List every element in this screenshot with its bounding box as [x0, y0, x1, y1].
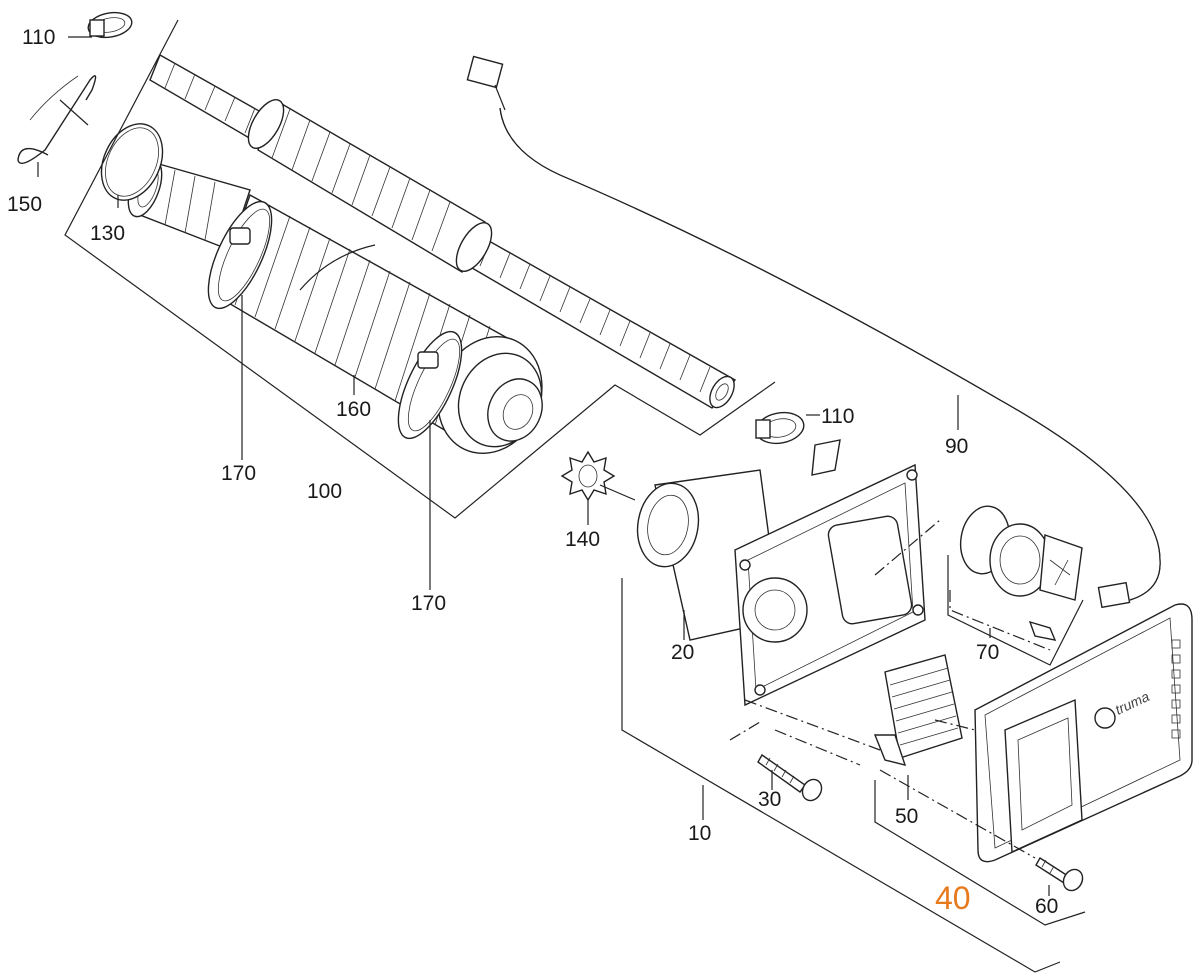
hose-sleeve — [247, 98, 493, 274]
hose-clip-right — [755, 411, 805, 445]
label-130: 130 — [90, 222, 125, 245]
label-110-right: 110 — [821, 405, 854, 428]
fan-unit — [949, 505, 1083, 651]
label-50: 50 — [895, 805, 918, 828]
cowl-housing — [636, 439, 926, 707]
star-washer — [560, 450, 616, 502]
label-90: 90 — [945, 435, 968, 458]
part-labels: 110 150 130 160 170 100 170 110 90 140 2… — [7, 26, 1058, 918]
ventilation-grille — [873, 654, 963, 766]
hose-clamp-right — [397, 330, 463, 440]
label-160: 160 — [336, 398, 371, 421]
label-170-left: 170 — [221, 462, 256, 485]
retaining-clip — [17, 75, 97, 164]
sealing-ring — [100, 123, 164, 201]
label-30: 30 — [758, 788, 781, 811]
cover-plate: truma — [974, 603, 1193, 863]
label-140: 140 — [565, 528, 600, 551]
hose-clamp-left — [207, 200, 273, 310]
combustion-air-hose — [127, 158, 543, 455]
label-110-top: 110 — [22, 26, 55, 49]
cable-harness — [466, 55, 1161, 609]
label-20: 20 — [671, 641, 694, 664]
screw-60 — [1035, 857, 1084, 892]
label-170-bottom: 170 — [411, 592, 446, 615]
label-60: 60 — [1035, 895, 1058, 918]
label-40-highlighted: 40 — [935, 880, 971, 916]
label-150: 150 — [7, 193, 42, 216]
screw-30 — [757, 753, 823, 802]
label-10: 10 — [688, 822, 711, 845]
leader-lines — [37, 19, 1086, 973]
hose-clip-top — [87, 11, 133, 39]
label-100: 100 — [307, 480, 342, 503]
label-70: 70 — [976, 641, 999, 664]
